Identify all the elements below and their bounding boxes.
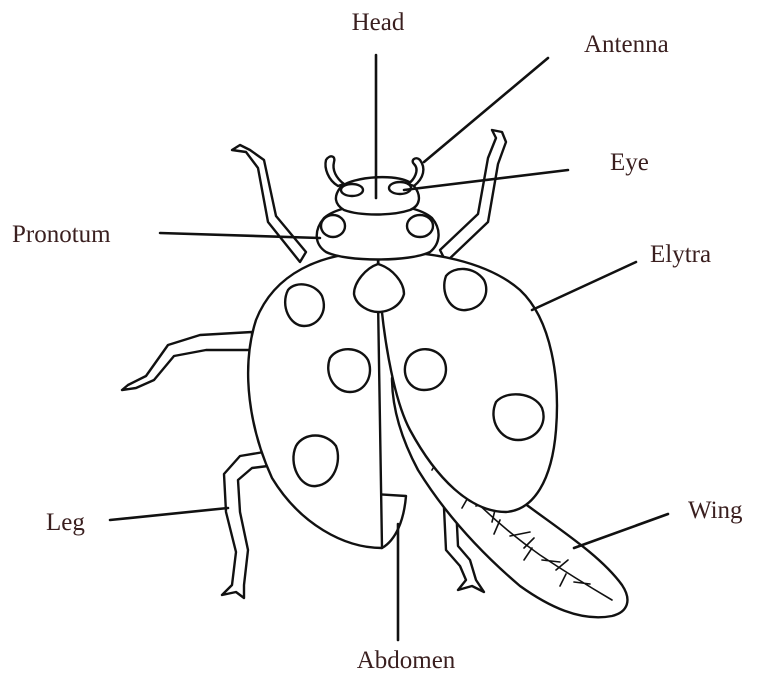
pronotum-left-spot bbox=[321, 215, 345, 237]
front-left-leg bbox=[232, 145, 306, 262]
right-antenna bbox=[408, 158, 423, 186]
left-antenna bbox=[326, 156, 345, 186]
pronotum-right-spot bbox=[407, 215, 433, 237]
label-eye: Eye bbox=[610, 149, 649, 176]
label-elytra: Elytra bbox=[650, 241, 711, 268]
elytra-spot bbox=[285, 284, 324, 326]
antenna-leader bbox=[424, 58, 548, 162]
elytra-spot bbox=[328, 349, 370, 392]
left-eye bbox=[341, 184, 363, 196]
elytra-spot bbox=[405, 349, 446, 390]
middle-left-leg bbox=[122, 332, 252, 390]
leg-leader bbox=[110, 508, 228, 520]
elytra-spot bbox=[493, 394, 543, 440]
label-pronotum: Pronotum bbox=[12, 221, 111, 248]
label-antenna: Antenna bbox=[584, 31, 669, 58]
front-right-leg bbox=[440, 130, 506, 262]
elytra-spot bbox=[444, 269, 486, 310]
elytra-leader bbox=[532, 262, 636, 310]
label-abdomen: Abdomen bbox=[357, 647, 456, 674]
pronotum-leader bbox=[160, 233, 320, 238]
rear-left-leg bbox=[222, 452, 268, 598]
body bbox=[248, 156, 557, 548]
wing-leader bbox=[574, 514, 668, 548]
elytra-spot bbox=[293, 436, 338, 487]
label-head: Head bbox=[352, 9, 405, 36]
label-leg: Leg bbox=[46, 509, 85, 536]
label-wing: Wing bbox=[688, 497, 743, 524]
